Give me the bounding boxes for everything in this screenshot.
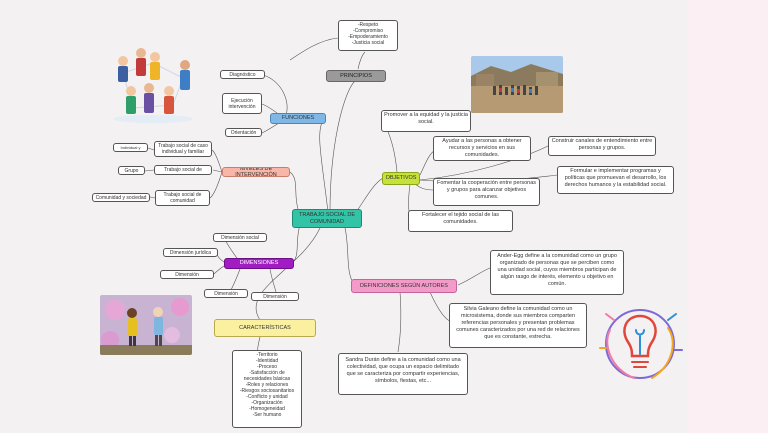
nivel-sub-grupo[interactable]: Grupo (118, 166, 145, 175)
link-grupo-sub (144, 169, 155, 172)
niveles-topic[interactable]: NIVELES DE INTERVENCIÓN (222, 167, 290, 177)
objetivo-2[interactable]: Ayudar a las personas a obtener recursos… (433, 136, 531, 161)
dimensiones-topic[interactable]: DIMENSIONES (224, 258, 294, 269)
definicion-sandra-duran[interactable]: Sandra Durán define a la comunidad como … (338, 353, 468, 395)
nivel-caso[interactable]: Trabajo social de caso individual y fami… (154, 141, 212, 157)
dimension-cultural[interactable]: Dimensión cultural (204, 289, 248, 298)
link-central-caracteristicas (255, 227, 321, 321)
caracteristicas-topic[interactable]: CARACTERÍSTICAS (214, 319, 316, 337)
link-dim-ideologica (269, 268, 277, 293)
link-def-sandra (397, 291, 402, 353)
link-funciones-principios-up (289, 37, 339, 61)
link-central-definiciones (344, 227, 356, 286)
nivel-comunidad[interactable]: Trabajo social de comunidad (155, 190, 210, 206)
link-obj-3 (419, 144, 551, 181)
nivel-grupo[interactable]: Trabajo social de grupo (154, 165, 212, 175)
dimension-juridica[interactable]: Dimensión jurídica (163, 248, 218, 257)
principios-list[interactable]: -Respeto -Compromiso -Empoderamiento -Ju… (338, 20, 398, 51)
link-dim-juridica (216, 251, 225, 263)
link-niveles-caso (211, 149, 223, 173)
right-margin (688, 0, 768, 433)
funciones-topic[interactable]: FUNCIONES (270, 113, 326, 124)
link-central-funciones (319, 118, 329, 213)
central-topic[interactable]: TRABAJO SOCIAL DE COMUNIDAD (292, 209, 362, 228)
link-central-dimensiones (292, 224, 301, 263)
objetivo-6[interactable]: Fortalecer el tejido social de las comun… (408, 210, 513, 232)
funcion-diagnostico[interactable]: Diagnóstico social (220, 70, 265, 79)
objetivos-topic[interactable]: OBJETIVOS (382, 172, 420, 185)
dimension-social[interactable]: Dimensión social (213, 233, 267, 242)
link-comunidad-sub (149, 196, 156, 199)
link-principios-box (357, 51, 366, 70)
funcion-orientacion[interactable]: Orientación (225, 128, 262, 137)
community-photo (471, 56, 563, 113)
nivel-sub-individual[interactable]: Individual y familia (113, 143, 148, 152)
dimension-economica[interactable]: Dimensión económica (160, 270, 214, 279)
definicion-silvia-galeano[interactable]: Silvia Galeano define la comunidad como … (449, 303, 587, 348)
link-def-ander (457, 267, 491, 286)
people-network-illustration (103, 43, 201, 125)
link-obj-1 (384, 124, 398, 173)
objetivo-3[interactable]: Construir canales de entendimiento entre… (548, 136, 656, 156)
objetivo-5[interactable]: Fomentar la cooperación entre personas y… (433, 178, 540, 206)
link-dim-economica (213, 265, 225, 275)
lightbulb-idea-icon (592, 300, 688, 388)
definicion-ander-egg[interactable]: Ander-Egg define a la comunidad como un … (490, 250, 624, 295)
link-caso-sub (147, 147, 155, 151)
definiciones-topic[interactable]: DEFINICIONES SEGÚN AUTORES (351, 279, 457, 293)
link-niveles-grupo (212, 169, 223, 173)
principios-topic[interactable]: PRINCIPIOS (326, 70, 386, 82)
funcion-ejecucion[interactable]: Ejecución intervención (222, 93, 262, 114)
nivel-sub-comunidad[interactable]: Comunidad y sociedad (92, 193, 150, 202)
link-central-principios (329, 80, 356, 213)
objetivo-1[interactable]: Promover a la equidad y la justicia soci… (381, 110, 471, 132)
link-niveles-comunidad (209, 171, 223, 199)
caracteristicas-list[interactable]: -Territorio -Identidad -Proceso -Satisfa… (232, 350, 302, 428)
objetivo-4[interactable]: Formular e implementar programas y polít… (557, 166, 674, 194)
dimension-ideologica[interactable]: Dimensión ideológica (251, 292, 299, 301)
toy-figures-photo (100, 295, 192, 355)
